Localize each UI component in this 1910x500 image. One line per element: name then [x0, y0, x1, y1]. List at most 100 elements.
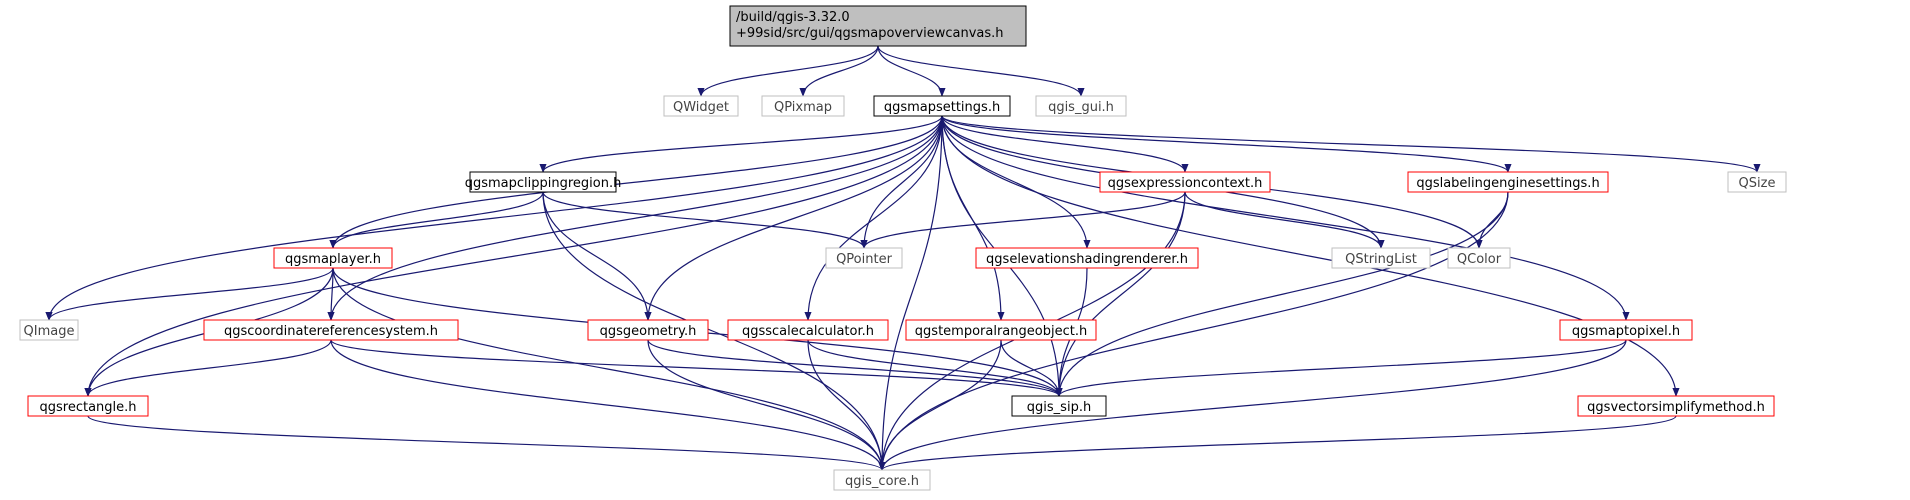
edge-qgsmapsettings-to-qgsvectorsimplify	[941, 115, 1680, 397]
node-qgissip[interactable]: qgis_sip.h	[1011, 395, 1107, 417]
node-qgsmaplayer[interactable]: qgsmaplayer.h	[273, 247, 393, 269]
edge-qgslabelingenginesettings-to-qgiscore	[878, 191, 1509, 471]
node-box-qgselevation	[975, 247, 1199, 269]
node-label-qstringlist: QStringList	[1345, 252, 1417, 267]
node-box-qgiscore	[833, 469, 931, 491]
edge-qgsmapsettings-to-qgsmaptopixel	[941, 115, 1630, 321]
node-label-qgsmaptopixel: qgsmaptopixel.h	[1572, 324, 1680, 339]
node-qgslabelingenginesettings[interactable]: qgslabelingenginesettings.h	[1407, 171, 1609, 193]
node-qgsmapclippingregion[interactable]: qgsmapclippingregion.h	[465, 171, 622, 193]
node-label-qsize: QSize	[1739, 176, 1776, 191]
node-box-qgslabelingenginesettings	[1407, 171, 1609, 193]
node-label-qgsmapsettings: qgsmapsettings.h	[884, 100, 1000, 115]
node-label-qgiscore: qgis_core.h	[845, 474, 919, 489]
node-qgsgeometry[interactable]: qgsgeometry.h	[587, 319, 709, 341]
node-label-qgscrs: qgscoordinatereferencesystem.h	[224, 324, 438, 339]
node-label-qgsexpressioncontext: qgsexpressioncontext.h	[1108, 176, 1263, 191]
node-qgsscalecalc[interactable]: qgsscalecalculator.h	[727, 319, 889, 341]
node-qgsvectorsimplify[interactable]: qgsvectorsimplifymethod.h	[1577, 395, 1775, 417]
node-box-qgsvectorsimplify	[1577, 395, 1775, 417]
node-qgscrs[interactable]: qgscoordinatereferencesystem.h	[203, 319, 459, 341]
node-qgselevation[interactable]: qgselevationshadingrenderer.h	[975, 247, 1199, 269]
node-qgiscore: qgis_core.h	[833, 469, 931, 491]
edge-qgslabelingenginesettings-to-qgissip	[1055, 191, 1509, 397]
node-qcolor: QColor	[1447, 247, 1511, 269]
edge-qgscrs-to-qgissip	[330, 339, 1063, 397]
edge-qgscrs-to-qgiscore	[330, 339, 886, 471]
edge-qgsmapsettings-to-qgscrs	[327, 115, 943, 321]
edge-qgsmaptopixel-to-qgissip	[1055, 339, 1627, 397]
header-nodes: /build/qgis-3.32.0+99sid/src/gui/qgsmapo…	[19, 5, 1787, 491]
node-box-qgstemporal	[905, 319, 1097, 341]
edge-qgsmapclippingregion-to-qpointer	[542, 191, 868, 249]
edge-qgsscalecalc-to-qgiscore	[807, 339, 886, 471]
edge-qgstemporal-to-qgiscore	[878, 339, 1002, 471]
node-box-qgisgui	[1035, 95, 1127, 117]
node-box-qgsmaplayer	[273, 247, 393, 269]
node-box-qcolor	[1447, 247, 1511, 269]
node-label-root: /build/qgis-3.32.0	[736, 10, 850, 25]
edge-qgsmapsettings-to-qsize	[941, 115, 1761, 173]
node-label-qpointer: QPointer	[836, 252, 893, 267]
edge-qgslabelingenginesettings-to-qcolor	[1475, 191, 1509, 249]
edge-qgsmaplayer-to-qgiscore	[332, 267, 886, 471]
node-box-qgsmaptopixel	[1559, 319, 1693, 341]
edge-qgsmapsettings-to-qgselevation	[941, 115, 1091, 249]
node-qpixmap: QPixmap	[761, 95, 845, 117]
node-qgsmaptopixel[interactable]: qgsmaptopixel.h	[1559, 319, 1693, 341]
node-qgsrectangle[interactable]: qgsrectangle.h	[27, 395, 149, 417]
edge-qgsmapsettings-to-qgsmaplayer	[329, 115, 943, 249]
edge-qgsrectangle-to-qgiscore	[87, 415, 886, 471]
edge-qgsgeometry-to-qgissip	[647, 339, 1063, 397]
edge-qgsmapsettings-to-qgiscore	[878, 115, 943, 471]
node-qimage: QImage	[19, 319, 79, 341]
node-box-qpointer	[825, 247, 903, 269]
node-label-qgsmaplayer: qgsmaplayer.h	[285, 252, 381, 267]
node-qpointer: QPointer	[825, 247, 903, 269]
node-label-qgsscalecalc: qgsscalecalculator.h	[742, 324, 874, 339]
node-box-root	[729, 5, 1027, 47]
edge-qgsmapsettings-to-qgsexpressioncontext	[941, 115, 1189, 173]
edge-qgsmapsettings-to-qimage	[45, 115, 943, 321]
node-box-qgsgeometry	[587, 319, 709, 341]
edge-qgsmapsettings-to-qgsrectangle	[84, 115, 943, 397]
edge-root-to-qgsmapsettings	[877, 45, 946, 97]
node-label-qcolor: QColor	[1457, 252, 1502, 267]
node-box-qwidget	[663, 95, 739, 117]
node-label-qpixmap: QPixmap	[774, 100, 832, 115]
node-label-qgstemporal: qgstemporalrangeobject.h	[915, 324, 1087, 339]
node-qsize: QSize	[1727, 171, 1787, 193]
node-qstringlist: QStringList	[1331, 247, 1431, 269]
edge-qgsmapclippingregion-to-qgsmaplayer	[329, 191, 544, 249]
edge-qgsscalecalc-to-qgissip	[807, 339, 1063, 397]
edge-root-to-qgisgui	[877, 45, 1085, 97]
node-box-qgsscalecalc	[727, 319, 889, 341]
node-label-qimage: QImage	[24, 324, 75, 339]
edge-root-to-qpixmap	[799, 45, 879, 97]
edge-qgsmapsettings-to-qgsscalecalc	[804, 115, 943, 321]
edge-qgsexpressioncontext-to-qstringlist	[1184, 191, 1385, 249]
node-label-qgisgui: qgis_gui.h	[1048, 100, 1114, 115]
node-box-qgsrectangle	[27, 395, 149, 417]
edge-qgsexpressioncontext-to-qpointer	[860, 191, 1186, 249]
edge-root-to-qwidget	[697, 45, 879, 97]
node-box-qgissip	[1011, 395, 1107, 417]
edge-qgsmapsettings-to-qgsgeometry	[644, 115, 943, 321]
node-box-qimage	[19, 319, 79, 341]
edge-qgsexpressioncontext-to-qgissip	[1055, 191, 1186, 397]
edge-qgsmapsettings-to-qgsmapclippingregion	[539, 115, 943, 173]
node-label-root: +99sid/src/gui/qgsmapoverviewcanvas.h	[736, 26, 1004, 41]
node-label-qgselevation: qgselevationshadingrenderer.h	[986, 252, 1188, 267]
node-root[interactable]: /build/qgis-3.32.0+99sid/src/gui/qgsmapo…	[729, 5, 1027, 47]
node-qgisgui: qgis_gui.h	[1035, 95, 1127, 117]
node-qgsexpressioncontext[interactable]: qgsexpressioncontext.h	[1099, 171, 1271, 193]
edge-qgsmapclippingregion-to-qgsgeometry	[542, 191, 652, 321]
edge-qgscrs-to-qgsrectangle	[84, 339, 332, 397]
node-qgstemporal[interactable]: qgstemporalrangeobject.h	[905, 319, 1097, 341]
node-label-qwidget: QWidget	[673, 100, 729, 115]
edge-qgsvectorsimplify-to-qgiscore	[878, 415, 1677, 471]
node-box-qsize	[1727, 171, 1787, 193]
node-qgsmapsettings[interactable]: qgsmapsettings.h	[873, 95, 1011, 117]
node-box-qstringlist	[1331, 247, 1431, 269]
